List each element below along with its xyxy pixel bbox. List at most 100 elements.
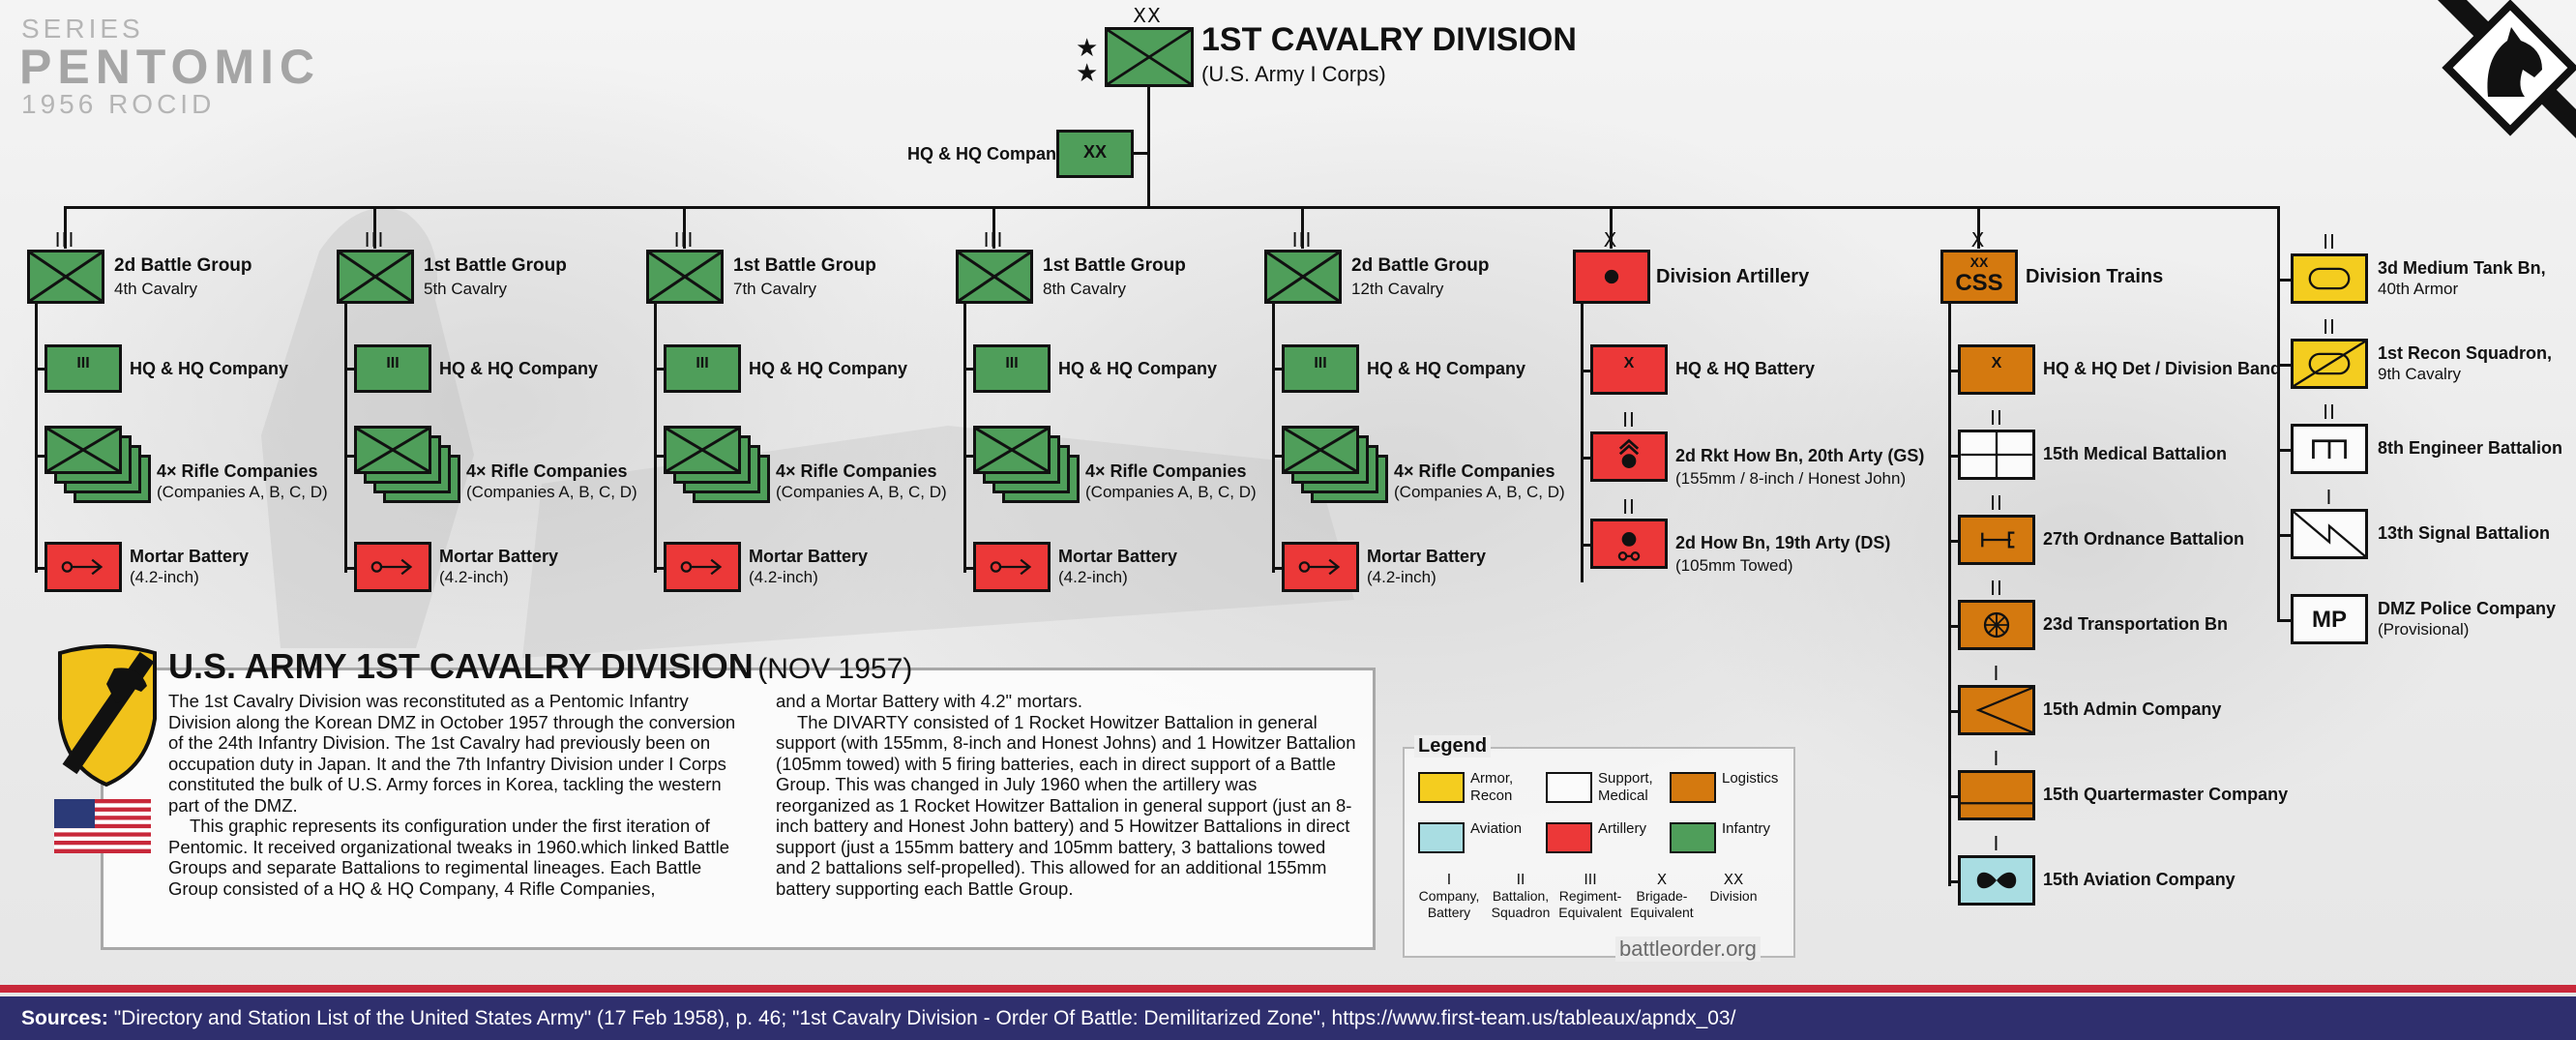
trains-unit-label: 15th Quartermaster Company (2043, 785, 2289, 804)
footer-red-stripe (0, 985, 2576, 993)
mortar-sub: (4.2-inch) (439, 568, 509, 586)
site-label: battleorder.org (1615, 936, 1761, 962)
legend-echelon-label: Division (1709, 888, 1758, 904)
rifle-sub: (Companies A, B, C, D) (1394, 483, 1565, 501)
symbol-echelon: III (76, 355, 90, 371)
engineer-symbol (2291, 424, 2368, 474)
series-label: SERIES (21, 14, 144, 44)
legend-echelon-label: Battalion, Squadron (1491, 888, 1551, 920)
trains-unit-label: 15th Medical Battalion (2043, 444, 2228, 463)
unit-echelon: I (2325, 486, 2333, 509)
main-branch-line (64, 206, 2279, 209)
recon-symbol (2291, 339, 2368, 389)
separate-unit-label: 1st Recon Squadron, (2378, 343, 2553, 363)
battleorder-logo (2438, 0, 2576, 138)
rifle-label: 4× Rifle Companies (776, 461, 937, 481)
legend-echelon-symbol: XX (1723, 871, 1744, 888)
mortar-sub: (4.2-inch) (749, 568, 818, 586)
bg-hq-label: HQ & HQ Company (130, 359, 289, 378)
mp-text: MP (2312, 607, 2347, 633)
rifle-company-symbol (664, 426, 741, 474)
connector-line (1272, 304, 1275, 573)
article-date: (NOV 1957) (757, 653, 913, 685)
legend-echelon-label: Brigade-Equivalent (1630, 888, 1694, 920)
connector-line (64, 206, 67, 249)
artillery-unit-symbol (1590, 519, 1668, 569)
mortar-sub: (4.2-inch) (130, 568, 199, 586)
separate-unit-sub: (Provisional) (2378, 620, 2470, 639)
aviation-symbol (1958, 855, 2035, 906)
rifle-sub: (Companies A, B, C, D) (776, 483, 947, 501)
unit-echelon: II (2323, 230, 2336, 253)
symbol-echelon: III (696, 355, 709, 371)
symbol-echelon: X (1991, 355, 2002, 371)
division-symbol (1105, 27, 1194, 87)
bg-hq-symbol: III (354, 344, 431, 393)
connector-line (963, 304, 966, 573)
battle-group-parent: 4th Cavalry (114, 280, 197, 298)
legend-echelon-label: Company, Battery (1418, 888, 1480, 920)
bg-hq-label: HQ & HQ Company (1058, 359, 1218, 378)
artillery-unit-sub: (155mm / 8-inch / Honest John) (1675, 469, 1907, 488)
division-title: 1ST CAVALRY DIVISION (1201, 21, 1577, 58)
trains-unit-label: 15th Aviation Company (2043, 870, 2235, 889)
artillery-unit-label: 2d Rkt How Bn, 20th Arty (GS) (1675, 446, 1925, 465)
artillery-echelon: X (1603, 228, 1618, 252)
unit-echelon: II (1990, 491, 2003, 515)
hq-symbol: XX (1056, 130, 1134, 178)
mortar-battery-symbol (354, 542, 431, 592)
symbol-echelon: III (1005, 355, 1019, 371)
rifle-company-symbol (354, 426, 431, 474)
legend-echelon-symbol: II (1516, 871, 1525, 888)
bg-hq-symbol: III (1282, 344, 1359, 393)
mortar-label: Mortar Battery (749, 547, 869, 566)
article-box (101, 668, 1376, 950)
trains-unit-label: HQ & HQ Det / Division Band (2043, 359, 2282, 378)
connector-line (373, 206, 376, 249)
division-artillery-name: Division Artillery (1656, 266, 1810, 287)
medical-symbol (1958, 430, 2035, 480)
rifle-label: 4× Rifle Companies (1394, 461, 1555, 481)
signal-symbol (2291, 509, 2368, 559)
bg-echelon: III (54, 228, 75, 252)
series-sub: 1956 ROCID (21, 89, 216, 119)
connector-line (1977, 206, 1980, 249)
connector-line (683, 206, 686, 249)
trains-unit-label: 27th Ordnance Battalion (2043, 529, 2245, 549)
connector-line (2277, 364, 2293, 367)
legend-swatch (1418, 822, 1465, 853)
symbol-echelon: III (1314, 355, 1327, 371)
battle-group-parent: 5th Cavalry (424, 280, 507, 298)
bg-echelon: III (364, 228, 385, 252)
bg-echelon: III (1291, 228, 1313, 252)
unit-echelon: II (2323, 315, 2336, 339)
unit-echelon: II (1990, 406, 2003, 430)
battle-group-name: 1st Battle Group (424, 255, 567, 276)
mp-symbol: MP (2291, 594, 2368, 644)
legend-swatch (1546, 822, 1592, 853)
separate-unit-sub: 40th Armor (2378, 280, 2459, 298)
article-para: This graphic represents its configuratio… (168, 816, 729, 899)
battle-group-name: 1st Battle Group (1043, 255, 1186, 276)
article-heading: U.S. ARMY 1ST CAVALRY DIVISION (NOV 1957… (168, 646, 912, 687)
trains-unit-label: 15th Admin Company (2043, 699, 2222, 719)
rifle-sub: (Companies A, B, C, D) (466, 483, 637, 501)
legend-echelon-symbol: I (1446, 871, 1452, 888)
article-para: and a Mortar Battery with 4.2" mortars. (776, 691, 1083, 711)
sources-label: Sources: (21, 1007, 108, 1029)
battle-group-symbol (956, 250, 1033, 304)
connector-line (2277, 449, 2293, 452)
bg-hq-symbol: III (973, 344, 1051, 393)
bg-echelon: III (983, 228, 1004, 252)
quartermaster-symbol (1958, 770, 2035, 820)
star-icon: ★★ (1076, 33, 1099, 87)
artillery-unit-sub: (105mm Towed) (1675, 556, 1793, 575)
separate-unit-sub: 9th Cavalry (2378, 365, 2461, 383)
connector-line (2277, 279, 2293, 282)
rifle-company-symbol (973, 426, 1051, 474)
artillery-unit-label: HQ & HQ Battery (1675, 359, 1816, 378)
mortar-battery-symbol (44, 542, 122, 592)
connector-line (992, 206, 995, 249)
ordnance-symbol (1958, 515, 2035, 565)
battle-group-name: 2d Battle Group (114, 255, 252, 276)
